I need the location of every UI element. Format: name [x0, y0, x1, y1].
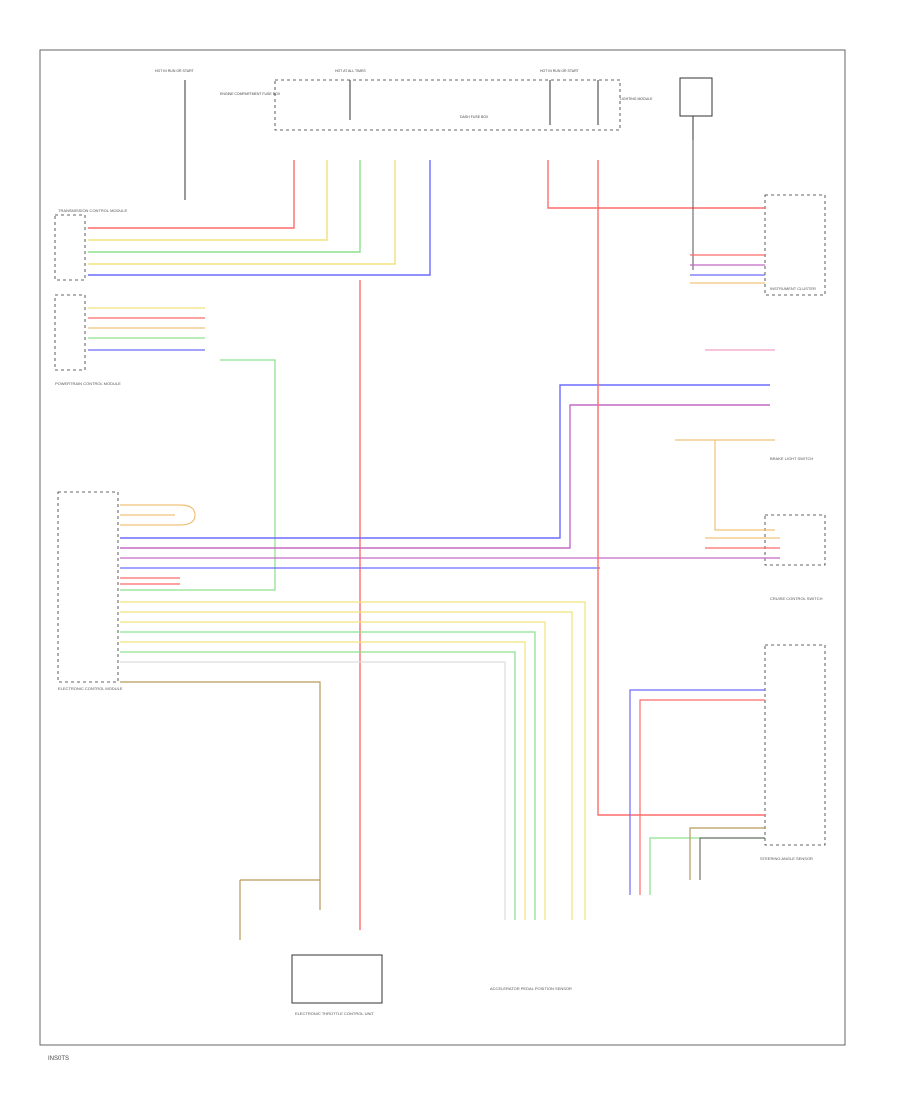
wire-blue-ecm [120, 384, 770, 539]
svg-text:STEERING ANGLE SENSOR: STEERING ANGLE SENSOR [760, 856, 813, 861]
wire-violet-ecm [120, 404, 770, 549]
svg-text:INSTRUMENT CLUSTER: INSTRUMENT CLUSTER [770, 286, 816, 291]
diagram-frame [39, 49, 846, 1046]
svg-text:BRAKE LIGHT SWITCH: BRAKE LIGHT SWITCH [770, 456, 813, 461]
svg-text:ENGINE COMPARTMENT FUSE BOX: ENGINE COMPARTMENT FUSE BOX [220, 92, 281, 96]
wire-red-1 [88, 160, 295, 229]
module-outlines: TRANSMISSION CONTROL MODULE POWERTRAIN C… [54, 194, 826, 1016]
svg-text:ELECTRONIC THROTTLE CONTROL UN: ELECTRONIC THROTTLE CONTROL UNIT [295, 1011, 374, 1016]
wire-yellow-1 [88, 160, 328, 241]
svg-text:ACCELERATOR PEDAL POSITION SEN: ACCELERATOR PEDAL POSITION SENSOR [490, 986, 572, 991]
radio-amp [291, 954, 383, 1004]
wire-group [88, 140, 780, 940]
wire-yellow-2 [88, 160, 396, 265]
svg-text:HOT AT ALL TIMES: HOT AT ALL TIMES [335, 69, 366, 73]
svg-text:ELECTRONIC CONTROL MODULE: ELECTRONIC CONTROL MODULE [58, 686, 123, 691]
svg-text:TRANSMISSION CONTROL MODULE: TRANSMISSION CONTROL MODULE [58, 208, 128, 213]
svg-text:LIGHTING MODULE: LIGHTING MODULE [620, 97, 653, 101]
fuse-panel-top: HOT IN RUN OR START HOT AT ALL TIMES HOT… [155, 69, 713, 200]
wire-green-long [120, 359, 276, 591]
page-code: INS0TS [48, 1056, 69, 1062]
svg-text:HOT IN RUN OR START: HOT IN RUN OR START [155, 69, 195, 73]
svg-text:POWERTRAIN CONTROL MODULE: POWERTRAIN CONTROL MODULE [55, 381, 121, 386]
svg-text:CRUISE CONTROL SWITCH: CRUISE CONTROL SWITCH [770, 596, 823, 601]
svg-text:DASH FUSE BOX: DASH FUSE BOX [460, 115, 489, 119]
wire-green-1 [88, 160, 361, 253]
svg-text:HOT IN RUN OR START: HOT IN RUN OR START [540, 69, 580, 73]
wire-blue-1 [88, 160, 431, 276]
